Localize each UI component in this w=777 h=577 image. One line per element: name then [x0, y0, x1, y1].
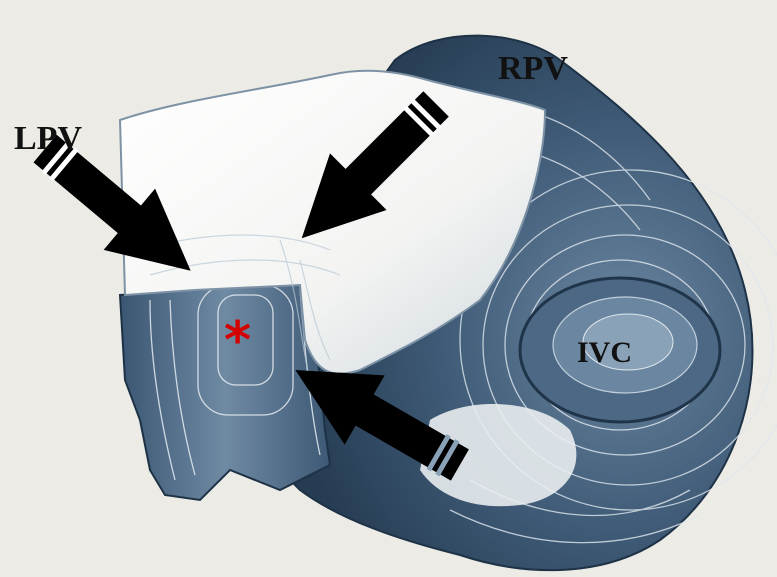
- ivc-label: IVC: [577, 338, 632, 368]
- rpv-label: RPV: [498, 52, 568, 86]
- asterisk-marker: *: [224, 315, 251, 367]
- lpv-label: LPV: [14, 122, 82, 156]
